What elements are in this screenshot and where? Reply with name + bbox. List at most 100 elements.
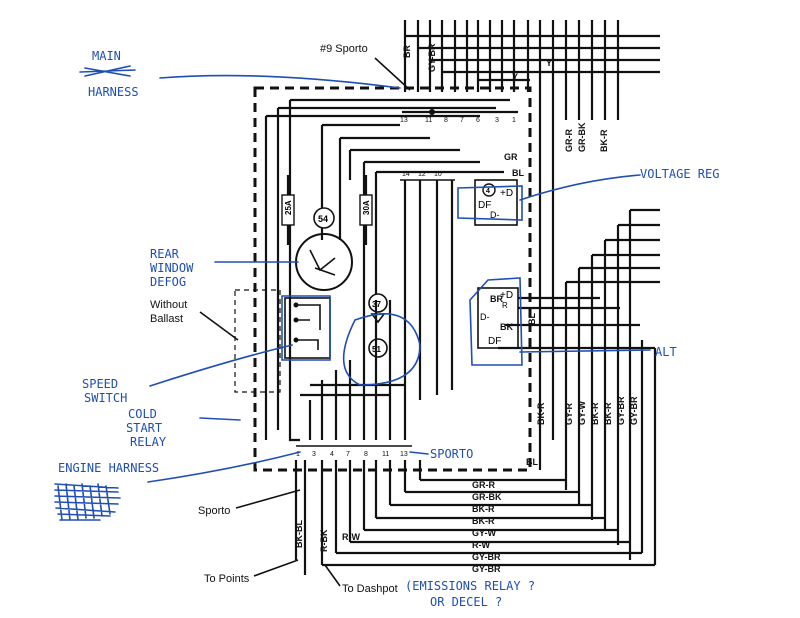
bottom-harness-wires bbox=[294, 340, 657, 575]
annotation-sporto-inside: SPORTO bbox=[409, 447, 473, 461]
annotation-speed-switch: SPEED SWITCH bbox=[82, 295, 331, 405]
annotation-harness: HARNESS bbox=[88, 85, 139, 99]
annotation-cold: COLD bbox=[128, 407, 157, 421]
wire-label-right-gy-r: GY-R bbox=[564, 402, 574, 425]
annotation-relay: RELAY bbox=[130, 435, 167, 449]
alt-plus-d: +D bbox=[500, 290, 513, 301]
component-54-switch: 54 bbox=[295, 207, 353, 291]
alt-df: DF bbox=[488, 336, 501, 347]
component-51: 51 bbox=[368, 338, 388, 358]
leader-to-points bbox=[253, 559, 299, 577]
annotation-engine-harness-text: ENGINE HARNESS bbox=[58, 461, 159, 475]
label-to-points: To Points bbox=[204, 573, 250, 585]
component-54-label: 54 bbox=[318, 214, 328, 224]
lower-inner-wiring bbox=[288, 300, 407, 442]
alt-d-minus: D- bbox=[480, 312, 490, 322]
annotation-emissions: (EMISSIONS RELAY ? OR DECEL ? bbox=[405, 579, 535, 609]
terminal-b4: 4 bbox=[330, 451, 334, 458]
wire-label-bottom-gy-br-1: GY-BR bbox=[472, 552, 501, 562]
terminal-11: 11 bbox=[425, 117, 432, 124]
wire-label-right-gy-w: GY-W bbox=[577, 400, 587, 425]
annotation-alt: ALT bbox=[469, 277, 677, 366]
annotation-switch: SWITCH bbox=[84, 391, 127, 405]
annotation-defog: DEFOG bbox=[150, 275, 186, 289]
terminal-b7: 7 bbox=[346, 451, 350, 458]
terminal-row-second: 14 12 10 bbox=[400, 171, 455, 410]
annotation-speed: SPEED bbox=[82, 377, 118, 391]
annotation-rear-window-defog: REAR WINDOW DEFOG bbox=[150, 247, 299, 289]
annotation-main: MAIN bbox=[92, 49, 121, 63]
annotation-start: START bbox=[126, 421, 162, 435]
wire-label-y-2: Y bbox=[546, 58, 552, 68]
terminal-14: 14 bbox=[402, 171, 410, 178]
speed-switch-block bbox=[284, 297, 331, 359]
annotation-emissions-line2: OR DECEL ? bbox=[430, 595, 502, 609]
terminal-1: 1 bbox=[512, 117, 516, 124]
annotation-voltage-reg-text: VOLTAGE REG bbox=[640, 167, 719, 181]
annotation-main-harness: MAIN HARNESS bbox=[79, 49, 401, 99]
alt-r: R bbox=[502, 301, 508, 310]
wire-label-right-bk-r-1: BK-R bbox=[536, 402, 546, 425]
wire-label-bl-3: BL bbox=[526, 457, 538, 467]
label-without: Without bbox=[150, 299, 187, 311]
label-to-dashpot: To Dashpot bbox=[342, 583, 398, 595]
wire-labels-right: BK-R GY-R GY-W BK-R BK-R GY-BR GY-BR bbox=[536, 396, 639, 425]
wire-label-bk-r: BK-R bbox=[599, 129, 609, 152]
leader-sporto bbox=[235, 489, 301, 509]
annotation-sporto-inside-text: SPORTO bbox=[430, 447, 473, 461]
reg-df: DF bbox=[478, 200, 491, 211]
terminal-row-bottom: 1 3 4 7 8 11 13 bbox=[296, 445, 412, 458]
annotation-voltage-reg: VOLTAGE REG bbox=[457, 167, 719, 221]
wire-label-right-bk-r-2: BK-R bbox=[590, 402, 600, 425]
wire-label-gr-bk: GR-BK bbox=[577, 122, 587, 152]
fuse-25a bbox=[281, 194, 295, 226]
main-harness-boundary bbox=[253, 86, 532, 472]
wire-label-r-w: R-W bbox=[342, 532, 360, 542]
fuse-30a bbox=[359, 194, 373, 226]
wire-label-right-gy-br-2: GY-BR bbox=[629, 396, 639, 425]
fuse-25a-label: 25A bbox=[284, 200, 293, 215]
wire-label-y-1: Y bbox=[512, 72, 518, 82]
annotation-window: WINDOW bbox=[150, 261, 194, 275]
wire-label-bottom-bk-r-1: BK-R bbox=[472, 504, 495, 514]
wire-labels-bottom: GR-R GR-BK BK-R BK-R GY-W R-W GY-BR GY-B… bbox=[472, 480, 502, 574]
wire-label-bottom-r-w: R-W bbox=[472, 540, 490, 550]
wire-labels-top: BR GY-BR Y Y GR-R GR-BK BK-R bbox=[402, 43, 609, 152]
terminal-8: 8 bbox=[444, 117, 448, 124]
wire-label-bk-alt: BK bbox=[500, 322, 513, 332]
wire-label-right-bk-r-3: BK-R bbox=[603, 402, 613, 425]
wire-label-bottom-bk-r-2: BK-R bbox=[472, 516, 495, 526]
terminal-13: 13 bbox=[400, 117, 408, 124]
wire-label-gr: GR bbox=[504, 152, 518, 162]
wire-label-r-bk: R-BK bbox=[319, 529, 329, 552]
wire-label-right-gy-br-1: GY-BR bbox=[616, 396, 626, 425]
annotation-engine-harness: ENGINE HARNESS bbox=[54, 451, 301, 521]
right-side-bus bbox=[538, 208, 660, 560]
wire-label-gr-r: GR-R bbox=[564, 129, 574, 152]
wire-label-bottom-gr-bk: GR-BK bbox=[472, 492, 502, 502]
wire-label-bl-2: BL bbox=[527, 313, 537, 325]
top-harness-wires bbox=[403, 20, 660, 440]
wire-label-bk-bl: BK-BL bbox=[294, 520, 304, 548]
fuse-30a-label: 30A bbox=[362, 200, 371, 215]
wire-label-bottom-gy-w: GY-W bbox=[472, 528, 497, 538]
terminal-b11: 11 bbox=[382, 451, 389, 458]
terminal-10: 10 bbox=[434, 171, 442, 178]
wire-label-gy-br: GY-BR bbox=[427, 43, 437, 72]
wire-label-br-alt: BR bbox=[490, 294, 503, 304]
wire-label-bottom-gr-r: GR-R bbox=[472, 480, 495, 490]
terminal-b3: 3 bbox=[312, 451, 316, 458]
wire-label-bottom-gy-br-2: GY-BR bbox=[472, 564, 501, 574]
terminal-6: 6 bbox=[476, 117, 480, 124]
annotation-cold-start-relay: COLD START RELAY bbox=[126, 313, 421, 449]
leader-to-dashpot bbox=[324, 564, 341, 587]
terminal-row-top: 13 11 8 7 6 3 1 bbox=[400, 109, 518, 124]
label-ballast: Ballast bbox=[150, 313, 183, 325]
terminal-7: 7 bbox=[460, 117, 464, 124]
reg-plus-d: +D bbox=[500, 188, 513, 199]
terminal-12: 12 bbox=[418, 171, 426, 178]
terminal-3: 3 bbox=[495, 117, 499, 124]
wire-labels-mid: GR BL BR BK BL BL bbox=[490, 152, 538, 467]
component-37: 37 bbox=[368, 293, 388, 324]
